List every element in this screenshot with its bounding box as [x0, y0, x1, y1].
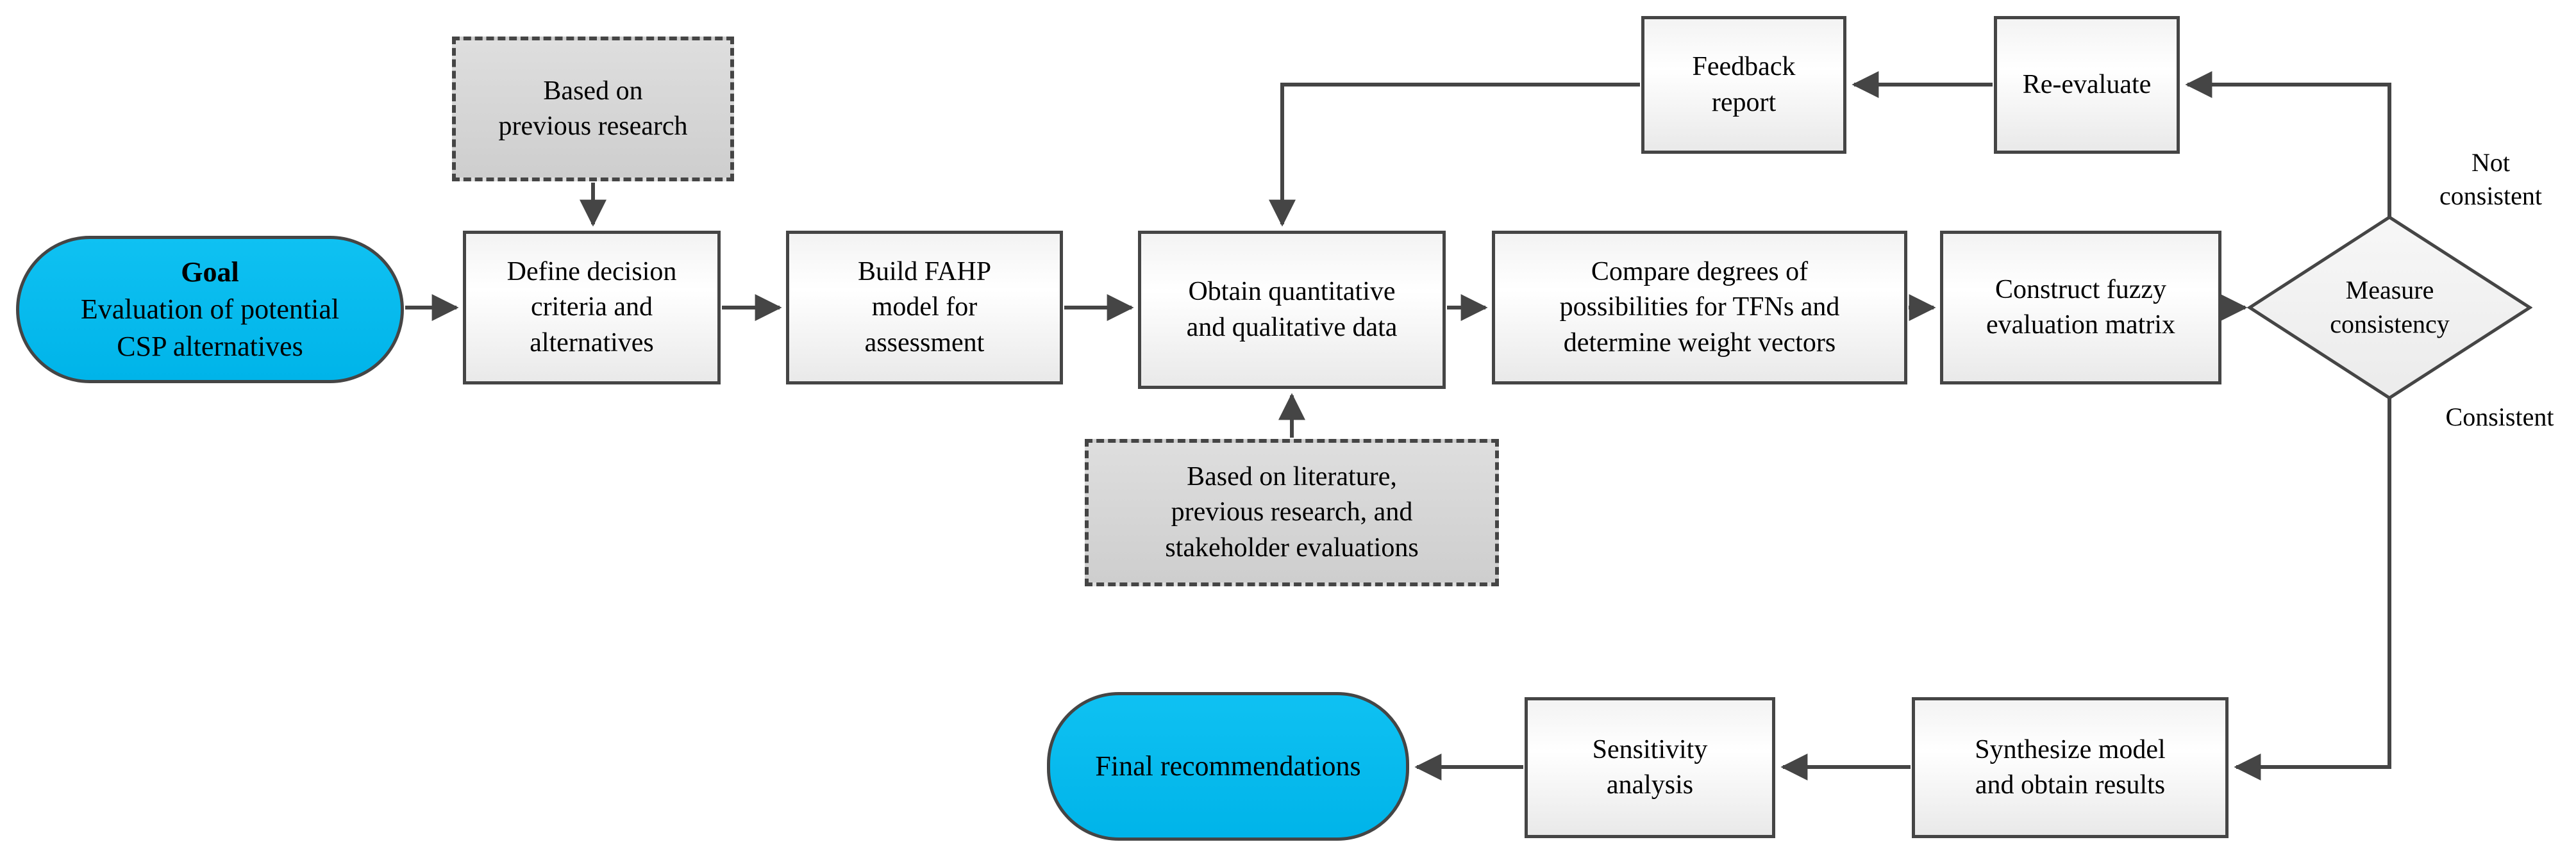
- arrow-measure-to-synthesize: [2234, 396, 2391, 780]
- goal-terminal: Goal Evaluation of potential CSP alterna…: [16, 236, 404, 383]
- process-build-fahp-model: Build FAHP model for assessment: [786, 231, 1063, 384]
- measure-consistency-label: Measure consistency: [2330, 276, 2450, 338]
- process-compare-degrees: Compare degrees of possibilities for TFN…: [1492, 231, 1907, 384]
- edge-label-not-consistent: Not consistent: [2439, 148, 2542, 210]
- goal-title: Goal: [181, 256, 239, 288]
- goal-text: Evaluation of potential CSP alternatives: [80, 293, 340, 363]
- note-based-previous-research: Based on previous research: [452, 37, 734, 181]
- measure-consistency-diamond: [2247, 215, 2532, 400]
- edge-label-consistent: Consistent: [2445, 402, 2554, 431]
- process-synthesize-model: Synthesize model and obtain results: [1912, 697, 2229, 838]
- note-based-literature: Based on literature, previous research, …: [1085, 439, 1499, 586]
- process-construct-matrix: Construct fuzzy evaluation matrix: [1940, 231, 2221, 384]
- final-recommendations-terminal: Final recommendations: [1047, 692, 1409, 841]
- arrow-feedback-to-obtain: [1269, 83, 1640, 227]
- process-reevaluate: Re-evaluate: [1994, 16, 2180, 154]
- process-feedback-report: Feedback report: [1641, 16, 1846, 154]
- arrow-measure-to-reevaluate: [2185, 71, 2391, 219]
- process-obtain-data: Obtain quantitative and qualitative data: [1138, 231, 1446, 389]
- process-sensitivity-analysis: Sensitivity analysis: [1525, 697, 1775, 838]
- process-define-criteria: Define decision criteria and alternative…: [463, 231, 721, 384]
